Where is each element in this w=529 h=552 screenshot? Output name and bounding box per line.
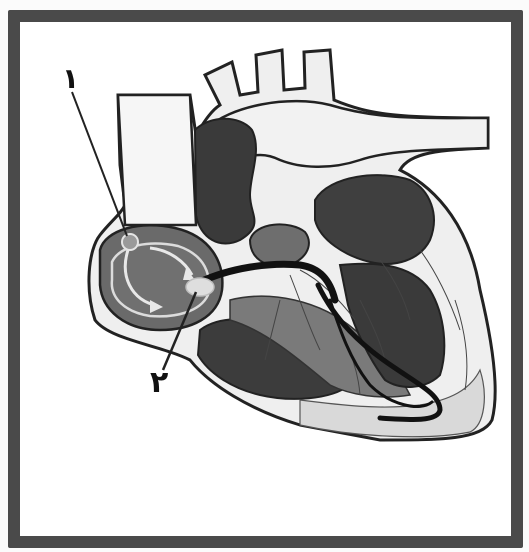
pulmonary-trunk bbox=[195, 119, 256, 244]
label-1: ١ bbox=[62, 62, 79, 95]
label-2: ٢ bbox=[150, 365, 168, 400]
aortic-root bbox=[250, 224, 309, 266]
superior-vena-cava bbox=[118, 95, 196, 225]
sinoatrial-node bbox=[122, 234, 138, 250]
atrioventricular-node bbox=[186, 278, 214, 296]
